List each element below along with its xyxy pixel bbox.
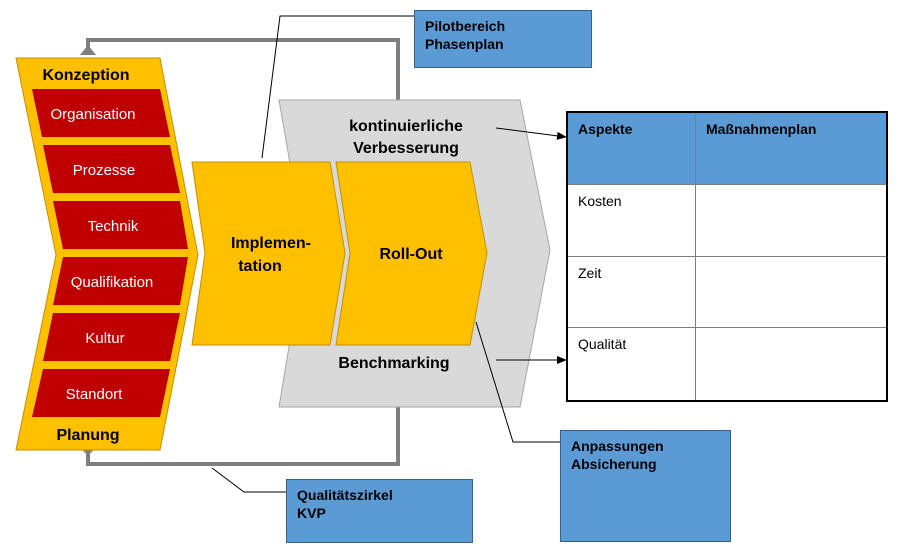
callout-qualitaet-line2: KVP — [297, 505, 326, 521]
item-label-prozesse: Prozesse — [73, 162, 136, 179]
item-box-technik — [53, 201, 188, 249]
table-cell-qualitaet: Qualität — [568, 328, 696, 400]
kvp-title-line2: Verbesserung — [353, 140, 459, 157]
item-label-technik: Technik — [88, 218, 139, 235]
item-label-kultur: Kultur — [85, 330, 124, 347]
item-box-standort — [32, 369, 170, 417]
callout-pilot-line2: Phasenplan — [425, 36, 504, 52]
table-cell-zeit-plan — [696, 256, 886, 329]
callout-anpassungen: Anpassungen Absicherung — [560, 430, 731, 542]
item-box-kultur — [43, 313, 180, 361]
table-cell-qualitaet-plan — [696, 328, 886, 400]
item-box-prozesse — [43, 145, 180, 193]
feedback-arrowhead-top — [80, 45, 96, 55]
table-header-aspekte: Aspekte — [568, 113, 696, 185]
callout-pilotbereich: Pilotbereich Phasenplan — [414, 10, 592, 68]
implementation-chevron — [191, 161, 346, 346]
item-box-organisation — [32, 89, 170, 137]
planung-title: Planung — [56, 427, 119, 444]
rollout-label: Roll-Out — [379, 246, 443, 263]
massnahmen-table: Aspekte Maßnahmenplan Kosten Zeit Qualit… — [566, 111, 888, 402]
table-cell-zeit: Zeit — [568, 256, 696, 329]
item-box-qualifikation — [53, 257, 188, 305]
konzeption-items: Organisation Prozesse Technik Qualifikat… — [32, 89, 188, 417]
rollout-chevron — [335, 161, 488, 346]
callout-pilot-line1: Pilotbereich — [425, 18, 506, 34]
callout-qualitaetszirkel: Qualitätszirkel KVP — [286, 479, 473, 543]
table-header-massnahmenplan: Maßnahmenplan — [696, 113, 886, 185]
benchmarking-label: Benchmarking — [338, 355, 449, 372]
arrow-to-table-top — [495, 127, 567, 140]
table-cell-kosten: Kosten — [568, 185, 696, 257]
callout-connectors — [211, 15, 560, 493]
callout-anpassung-line2: Absicherung — [571, 456, 657, 472]
implementation-line1: Implemen- — [231, 235, 311, 252]
item-label-qualifikation: Qualifikation — [71, 274, 154, 291]
table-cell-kosten-plan — [696, 185, 886, 257]
callout-anpassung-line1: Anpassungen — [571, 438, 664, 454]
item-label-organisation: Organisation — [50, 106, 135, 123]
kvp-title-line1: kontinuierliche — [349, 118, 463, 135]
implementation-line2: tation — [238, 258, 282, 275]
callout-qualitaet-line1: Qualitätszirkel — [297, 487, 393, 503]
konzeption-title: Konzeption — [42, 67, 129, 84]
item-label-standort: Standort — [66, 386, 124, 403]
